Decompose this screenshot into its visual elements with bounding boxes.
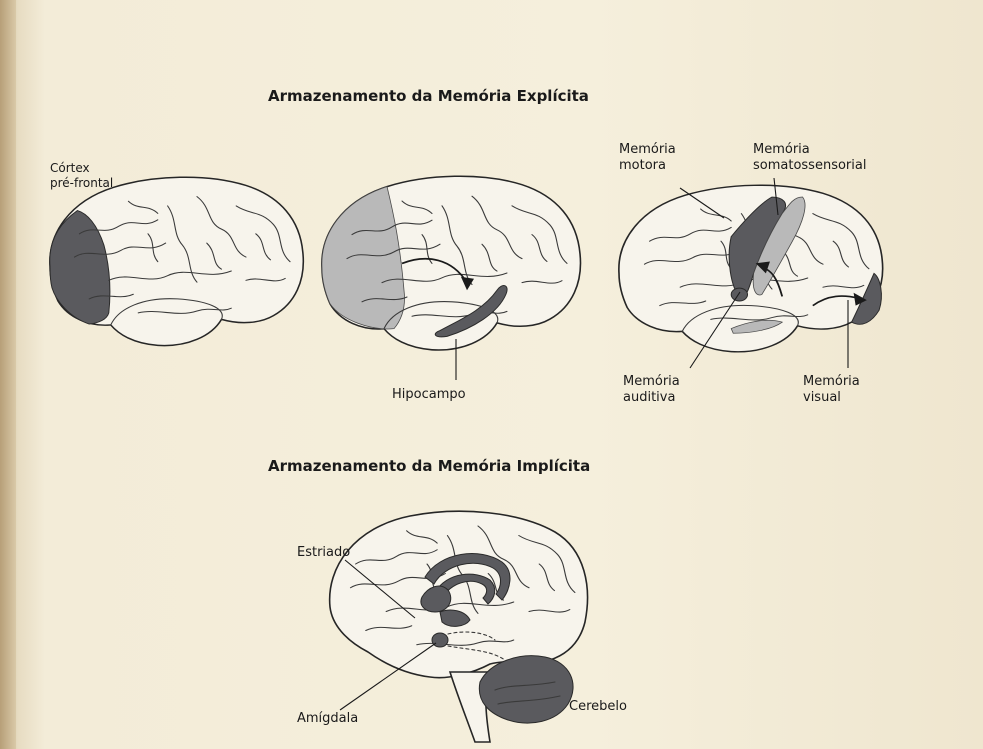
auditory-cortex-region [731, 288, 747, 301]
amygdala-region [432, 633, 448, 647]
explicit-memory-title: Armazenamento da Memória Explícita [268, 87, 589, 105]
striatum-label: Estriado [297, 545, 350, 560]
cerebellum-region [479, 656, 573, 723]
brain-sensory [619, 185, 883, 352]
prefrontal-label-line1: Córtex [50, 161, 90, 175]
motor-memory-label-line2: motora [619, 158, 666, 173]
visual-memory-label-line2: visual [803, 390, 841, 405]
motor-memory-label-line1: Memória [619, 142, 676, 157]
somatosensory-memory-label-line2: somatossensorial [753, 158, 866, 173]
somatosensory-memory-label-line1: Memória [753, 142, 810, 157]
auditory-memory-label-line1: Memória [623, 374, 680, 389]
implicit-memory-title: Armazenamento da Memória Implícita [268, 457, 590, 475]
auditory-memory-label-line2: auditiva [623, 390, 675, 405]
amygdala-label: Amígdala [297, 711, 358, 726]
brain-hippocampus [322, 176, 581, 350]
visual-memory-label-line1: Memória [803, 374, 860, 389]
hippocampus-label: Hipocampo [392, 387, 466, 402]
brain-implicit [330, 511, 588, 742]
cerebellum-label: Cerebelo [569, 699, 627, 714]
brain-prefrontal [50, 177, 304, 345]
prefrontal-label-line2: pré-frontal [50, 176, 113, 190]
frontal-lobe-region [322, 187, 405, 329]
